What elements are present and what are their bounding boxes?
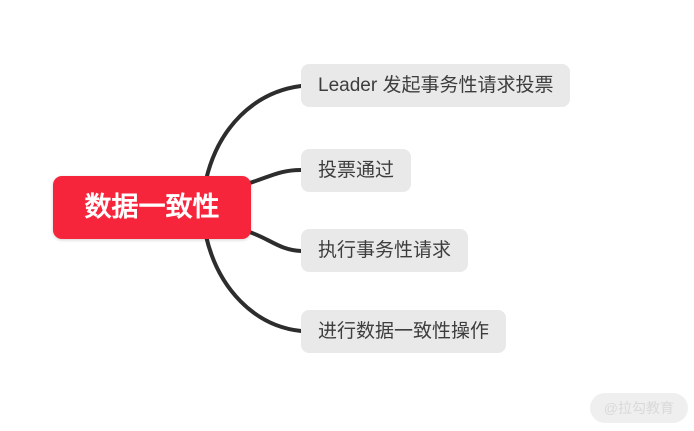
root-node: 数据一致性 (53, 176, 251, 239)
connector-line-3 (244, 229, 303, 253)
root-node-label: 数据一致性 (84, 192, 220, 222)
watermark-badge: @拉勾教育 (589, 393, 688, 423)
child-node-label: 进行数据一致性操作 (318, 321, 490, 342)
connector-line-1 (204, 84, 303, 182)
connector-line-2 (244, 168, 303, 186)
watermark-label: @拉勾教育 (603, 400, 674, 416)
child-node-label: Leader 发起事务性请求投票 (318, 75, 554, 96)
child-node-execute-request: 执行事务性请求 (301, 229, 469, 272)
child-node-consistency-operation: 进行数据一致性操作 (301, 310, 507, 353)
child-node-label: 投票通过 (318, 160, 395, 181)
connector-line-4 (204, 234, 303, 333)
child-node-vote-passed: 投票通过 (301, 149, 412, 192)
child-node-label: 执行事务性请求 (318, 240, 452, 261)
child-node-leader-vote-request: Leader 发起事务性请求投票 (301, 64, 571, 107)
